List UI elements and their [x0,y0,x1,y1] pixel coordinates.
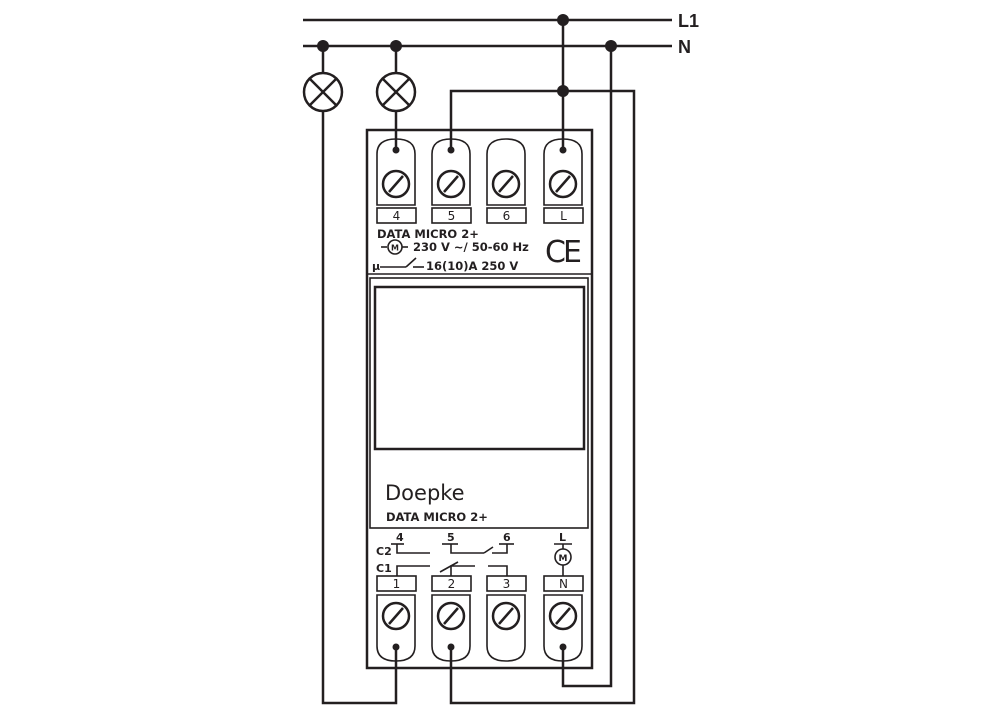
terminal-label-box [431,207,472,224]
n-label: N [678,37,691,57]
lamp-icon [302,46,344,113]
motor-rating: 230 V ~/ 50-60 Hz [413,240,529,254]
terminal-label-box [543,575,584,592]
front-panel [369,277,589,529]
terminal-label-3: 3 [503,577,511,591]
model-name-bottom: DATA MICRO 2+ [386,510,488,524]
screw-terminal [486,138,526,206]
pin-label-6: 6 [503,531,511,544]
wire-n-to-terminal-n [561,46,613,688]
brand-logo-text: Doepke [385,481,465,505]
lcd-display [373,285,586,451]
terminal-label-4: 4 [393,209,401,223]
contact-schematic: 4 C2 5 6 C1 L M [376,531,572,576]
device-housing [365,128,594,670]
terminal-label-box [376,207,417,224]
terminal-label-box [431,575,472,592]
terminal-label-1: 1 [393,577,401,591]
ce-mark: CE [545,235,581,270]
terminal-label-box [486,575,527,592]
screw-terminal [431,594,471,662]
motor-symbol-icon: M [381,239,408,255]
terminal-label-2: 2 [448,577,456,591]
contact-rating: 16(10)A 250 V [426,259,518,273]
schematic-motor-symbol: M [559,554,568,564]
terminal-label-box [376,575,417,592]
c1-label: C1 [376,562,392,575]
wire-lamp1-to-terminal1 [321,111,398,705]
screw-terminal [431,138,471,206]
contact-prefix: µ [372,260,380,273]
wire-l1-to-terminal5-and-2 [449,89,636,705]
contact-symbol-icon [380,257,424,268]
terminal-label-box [486,207,527,224]
bottom-terminal-block [376,594,583,662]
top-terminal-block [376,138,583,206]
svg-text:M: M [391,244,399,253]
lamp-icon [375,46,417,113]
terminal-label-6: 6 [503,209,511,223]
screw-terminal [486,594,526,662]
terminal-label-5: 5 [448,209,456,223]
l1-label: L1 [678,11,699,31]
pin-label-4: 4 [396,531,404,544]
pin-label-l: L [559,531,566,544]
terminal-label-box [543,207,584,224]
model-name-top: DATA MICRO 2+ [377,227,479,241]
pin-label-5: 5 [447,531,455,544]
screw-terminal [543,594,583,662]
terminal-label-n: N [559,577,568,591]
c2-label: C2 [376,545,392,558]
screw-terminal [376,138,416,206]
screw-terminal [543,138,583,206]
terminal-label-l: L [560,209,567,223]
screw-terminal [376,594,416,662]
